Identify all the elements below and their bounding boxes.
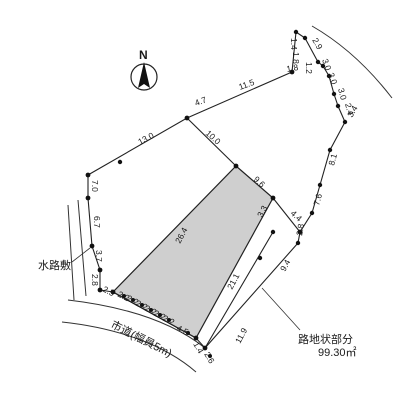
corridor-inner <box>204 231 274 349</box>
dim-10-0: 10.0 <box>204 128 223 147</box>
waterway-edge-left <box>67 204 75 301</box>
dim-2-8b: 2.8 <box>294 223 306 237</box>
dim-2-4: 2.4 <box>343 102 356 116</box>
dim-2-5: 2.5 <box>101 284 116 298</box>
site-label-line2: 99.30㎡ <box>318 346 357 359</box>
waterway-edge-right <box>77 199 87 297</box>
dim-2-2e: 2.2 <box>152 308 167 322</box>
dim-1-2: 1.2 <box>304 62 314 74</box>
dim-3-0b: 3.0 <box>326 71 340 86</box>
dim-3-7: 3.7 <box>94 250 104 262</box>
dim-2-6: 2.6 <box>202 350 217 365</box>
site-label-line1: 路地状部分 <box>298 332 353 346</box>
dim-6-7: 6.7 <box>92 216 102 228</box>
inner-boundary-a <box>186 117 237 167</box>
dim-7-6: 7.6 <box>311 192 324 206</box>
dim-13-0: 13.0 <box>136 130 156 147</box>
dim-2-2a: 2.2 <box>116 289 131 303</box>
shaded-lot <box>112 165 274 339</box>
waterway-label: 水路敷 <box>38 258 71 272</box>
dim-1-8: 1.8 <box>291 52 301 64</box>
waterway-leader <box>71 247 91 263</box>
corridor-line <box>272 197 301 233</box>
dim-2-2d: 2.2 <box>143 303 158 317</box>
street-edge-upper-right <box>311 25 393 99</box>
site-leader <box>261 287 301 331</box>
dim-8-1: 8.1 <box>326 152 339 166</box>
dim-2-2f: 2.2 <box>161 313 176 327</box>
dim-2-9: 2.9 <box>310 36 325 51</box>
dim-2-8: 2.8 <box>90 274 100 286</box>
road-edge-lower <box>61 321 197 373</box>
dim-9-4: 9.4 <box>278 258 293 273</box>
north-label: N <box>139 48 148 62</box>
dim-4-5: 4.5 <box>175 323 190 337</box>
dim-1-8b: 1.8 <box>286 62 300 74</box>
dim-7-0: 7.0 <box>90 180 100 192</box>
dim-4-7: 4.7 <box>193 94 208 108</box>
north-arrow: N <box>130 48 158 91</box>
dim-11-9: 11.9 <box>233 326 249 345</box>
survey-points <box>85 29 348 358</box>
dim-2-2c: 2.2 <box>134 298 149 312</box>
dim-1-4: 1.4 <box>289 38 299 50</box>
dim-3-0c: 3.0 <box>336 87 349 101</box>
road-edge-upper <box>67 299 206 349</box>
dim-2-2b: 2.2 <box>125 293 140 307</box>
dim-3-0a: 3.0 <box>320 57 334 72</box>
